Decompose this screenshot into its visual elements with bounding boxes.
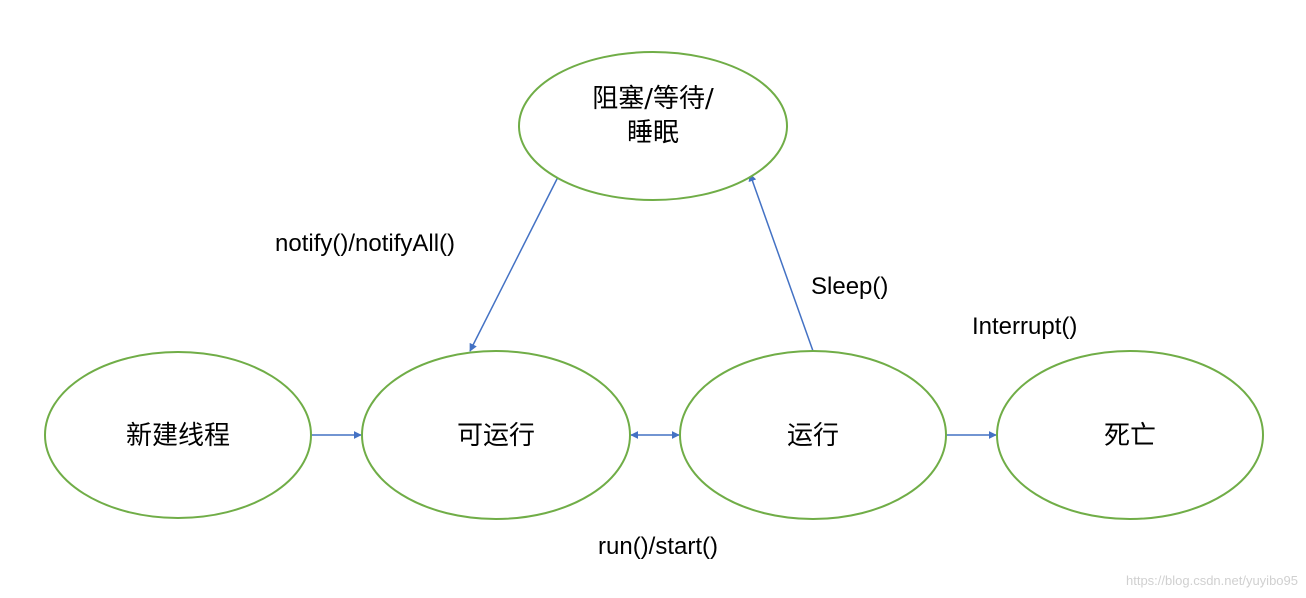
node-running: 运行 [679,350,947,520]
node-new: 新建线程 [44,351,312,519]
node-blocked-label-line2: 睡眠 [627,118,679,148]
edge-label-interrupt: Interrupt() [972,313,1077,340]
node-new-label: 新建线程 [126,421,230,451]
node-blocked: 阻塞/等待/ 睡眠 [518,51,788,201]
watermark-text: https://blog.csdn.net/yuyibo95 [1126,573,1298,588]
edge-blocked-to-runnable [469,174,560,352]
edge-label-sleep: Sleep() [811,273,888,300]
node-runnable: 可运行 [361,350,631,520]
node-running-label: 运行 [787,421,839,451]
node-blocked-label-line1: 阻塞/等待/ [592,84,714,114]
edge-running-to-blocked [748,173,814,352]
edge-label-notify: notify()/notifyAll() [275,230,455,257]
edge-label-run-start: run()/start() [598,533,718,560]
node-runnable-label: 可运行 [457,421,535,451]
node-dead: 死亡 [996,350,1264,520]
node-dead-label: 死亡 [1104,421,1156,451]
